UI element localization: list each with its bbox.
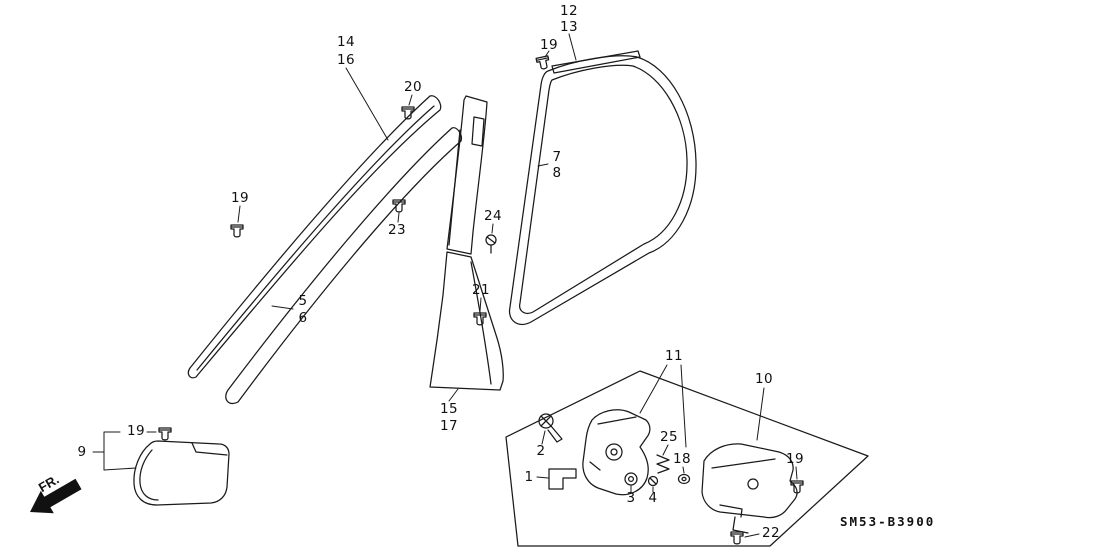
callout-19-front: 19 (231, 190, 249, 206)
callout-9: 9 (77, 444, 87, 460)
clip-22-icon (730, 531, 744, 545)
clip-19-kick-icon (158, 427, 172, 441)
callout-4: 4 (648, 490, 658, 506)
washer-3 (624, 472, 638, 486)
callout-19-kick: 19 (127, 423, 145, 439)
roof-side-garnish (551, 50, 641, 74)
callout-10: 10 (755, 371, 773, 387)
fr-arrow-icon (30, 478, 82, 514)
cowl-side-trim-left (582, 409, 651, 496)
clip-19-front-icon (230, 224, 244, 238)
callout-19-box: 19 (786, 451, 804, 467)
diagram-code: SM53-B3900 (840, 514, 936, 529)
callout-5: 5 (298, 293, 308, 309)
callout-11: 11 (665, 348, 683, 364)
screw-24 (485, 234, 497, 254)
callout-18: 18 (673, 451, 691, 467)
center-pillar-lower-garnish (429, 251, 504, 391)
callout-22: 22 (762, 525, 780, 541)
parts-box (505, 370, 869, 547)
clip-19-roof-icon (535, 55, 551, 71)
clip-21-icon (473, 312, 487, 326)
callout-20: 20 (404, 79, 422, 95)
callout-13: 13 (560, 19, 578, 35)
fr-direction-arrow: FR. (30, 472, 82, 514)
callout-24: 24 (484, 208, 502, 224)
callout-15: 15 (440, 401, 458, 417)
leader-lines (92, 33, 798, 538)
kick-panel-trim (133, 440, 230, 506)
callout-17: 17 (440, 418, 458, 434)
callout-3: 3 (626, 490, 636, 506)
callout-21: 21 (472, 282, 490, 298)
front-pillar-seal (225, 127, 463, 405)
callout-8: 8 (552, 165, 562, 181)
cowl-side-trim-right (701, 443, 798, 534)
bracket-1 (548, 468, 577, 490)
callout-6: 6 (298, 310, 308, 326)
callout-7: 7 (552, 149, 562, 165)
spring-nut-25 (656, 454, 670, 474)
callout-19-roof: 19 (540, 37, 558, 53)
callout-12: 12 (560, 3, 578, 19)
callout-25: 25 (660, 429, 678, 445)
callout-16: 16 (337, 52, 355, 68)
grommet-18 (677, 473, 691, 485)
center-pillar-upper-garnish (446, 95, 488, 255)
screw-4 (647, 475, 659, 487)
callout-23: 23 (388, 222, 406, 238)
door-opening-seal (508, 55, 697, 326)
callout-2: 2 (536, 443, 546, 459)
front-pillar-garnish (187, 95, 442, 379)
callout-1: 1 (524, 469, 534, 485)
screw-fastener-2 (538, 413, 563, 443)
clip-23-icon (392, 199, 406, 213)
callout-14: 14 (337, 34, 355, 50)
